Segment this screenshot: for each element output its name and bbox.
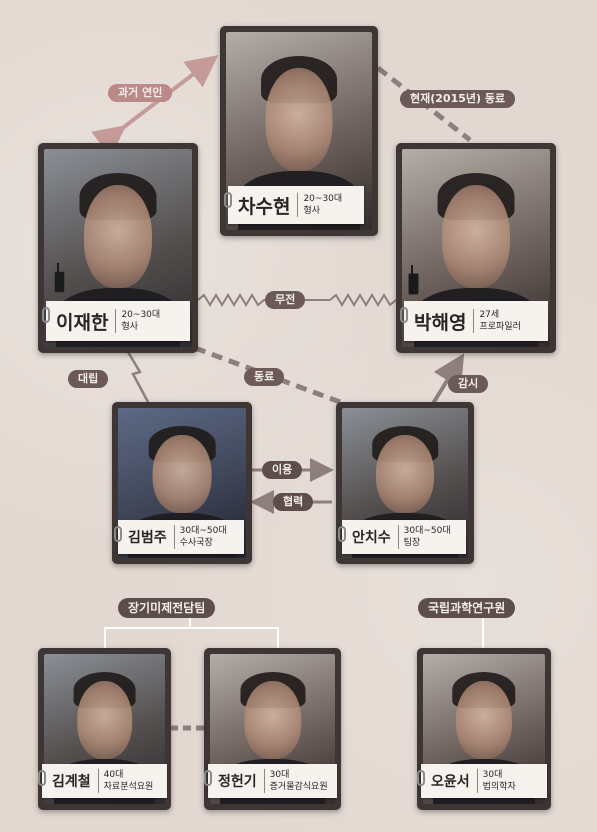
person-info: 30대 법의학자 <box>476 769 516 793</box>
person-name: 오윤서 <box>431 774 470 790</box>
paper-clip-icon <box>42 307 50 323</box>
relation-radio: 무전 <box>265 291 306 309</box>
walkie-talkie-icon <box>408 265 419 295</box>
person-age: 27세 <box>479 310 500 320</box>
person-role: 증거물감식요원 <box>269 782 328 792</box>
person-name: 안치수 <box>352 530 391 546</box>
person-name: 이재한 <box>56 311 109 334</box>
card-kim-bumju[interactable]: 김범주 30대~50대 수사국장 <box>112 402 252 564</box>
label-kim-bumju: 김범주 30대~50대 수사국장 <box>114 520 244 554</box>
person-age: 20~30대 <box>121 310 161 320</box>
paper-clip-icon <box>114 526 122 542</box>
card-lee-jaehan[interactable]: 이재한 20~30대 형사 <box>38 143 198 353</box>
paper-clip-icon <box>417 770 425 786</box>
card-jung-hungi[interactable]: 정헌기 30대 증거물감식요원 <box>204 648 341 810</box>
relation-past-lover: 과거 연인 <box>108 84 173 102</box>
person-name: 차수현 <box>238 195 291 218</box>
person-name: 박해영 <box>414 311 467 334</box>
person-age: 40대 <box>103 770 124 780</box>
person-info: 20~30대 형사 <box>115 309 160 333</box>
person-name: 정헌기 <box>218 774 257 790</box>
connector-opposition <box>126 351 150 403</box>
walkie-talkie-icon <box>54 263 65 293</box>
person-role: 수사국장 <box>179 538 213 548</box>
person-age: 20~30대 <box>303 194 343 204</box>
card-ahn-chisu[interactable]: 안치수 30대~50대 팀장 <box>336 402 474 564</box>
paper-clip-icon <box>338 526 346 542</box>
group-forensic-institute: 국립과학연구원 <box>418 598 516 618</box>
paper-clip-icon <box>400 307 408 323</box>
relation-current-colleague: 현재(2015년) 동료 <box>400 90 516 108</box>
relation-cooperation: 협력 <box>273 493 314 511</box>
connector-surveillance <box>430 353 465 407</box>
person-role: 형사 <box>121 322 139 332</box>
person-info: 40대 자료분석요원 <box>97 769 154 793</box>
person-role: 법의학자 <box>482 782 516 792</box>
person-age: 30대~50대 <box>179 526 227 536</box>
face-shape <box>243 681 302 759</box>
paper-clip-icon <box>224 192 232 208</box>
face-shape <box>265 67 333 171</box>
label-cha-suhyun: 차수현 20~30대 형사 <box>224 186 364 224</box>
paper-clip-icon <box>204 770 212 786</box>
label-oh-yunseo: 오윤서 30대 법의학자 <box>417 764 547 798</box>
person-name: 김범주 <box>128 530 167 546</box>
connector-team-bracket <box>104 627 279 650</box>
relation-opposition: 대립 <box>68 370 109 388</box>
relation-colleague: 동료 <box>244 368 285 386</box>
face-shape <box>83 184 153 288</box>
label-park-haeyoung: 박해영 27세 프로파일러 <box>400 301 548 341</box>
person-role: 프로파일러 <box>479 322 521 332</box>
face-shape <box>441 184 511 288</box>
group-longterm-team: 장기미제전담팀 <box>118 598 216 618</box>
person-info: 20~30대 형사 <box>297 193 342 217</box>
face-shape <box>152 435 212 513</box>
label-ahn-chisu: 안치수 30대~50대 팀장 <box>338 520 466 554</box>
face-shape <box>76 681 133 759</box>
person-info: 30대 증거물감식요원 <box>263 769 328 793</box>
person-age: 30대~50대 <box>403 526 451 536</box>
label-jung-hungi: 정헌기 30대 증거물감식요원 <box>204 764 337 798</box>
person-role: 자료분석요원 <box>103 782 154 792</box>
relation-surveillance: 감시 <box>448 375 489 393</box>
card-cha-suhyun[interactable]: 차수현 20~30대 형사 <box>220 26 378 236</box>
person-role: 팀장 <box>403 538 421 548</box>
person-age: 30대 <box>269 770 290 780</box>
card-kim-gyechul[interactable]: 김계철 40대 자료분석요원 <box>38 648 171 810</box>
face-shape <box>455 681 513 759</box>
person-role: 형사 <box>303 206 321 216</box>
card-oh-yunseo[interactable]: 오윤서 30대 법의학자 <box>417 648 551 810</box>
person-info: 27세 프로파일러 <box>473 309 521 333</box>
label-lee-jaehan: 이재한 20~30대 형사 <box>42 301 190 341</box>
person-age: 30대 <box>482 770 503 780</box>
person-info: 30대~50대 팀장 <box>397 525 451 549</box>
label-kim-gyechul: 김계철 40대 자료분석요원 <box>38 764 167 798</box>
face-shape <box>376 435 434 513</box>
person-info: 30대~50대 수사국장 <box>173 525 227 549</box>
card-park-haeyoung[interactable]: 박해영 27세 프로파일러 <box>396 143 556 353</box>
person-name: 김계철 <box>52 774 91 790</box>
relation-use: 이용 <box>262 461 303 479</box>
paper-clip-icon <box>38 770 46 786</box>
